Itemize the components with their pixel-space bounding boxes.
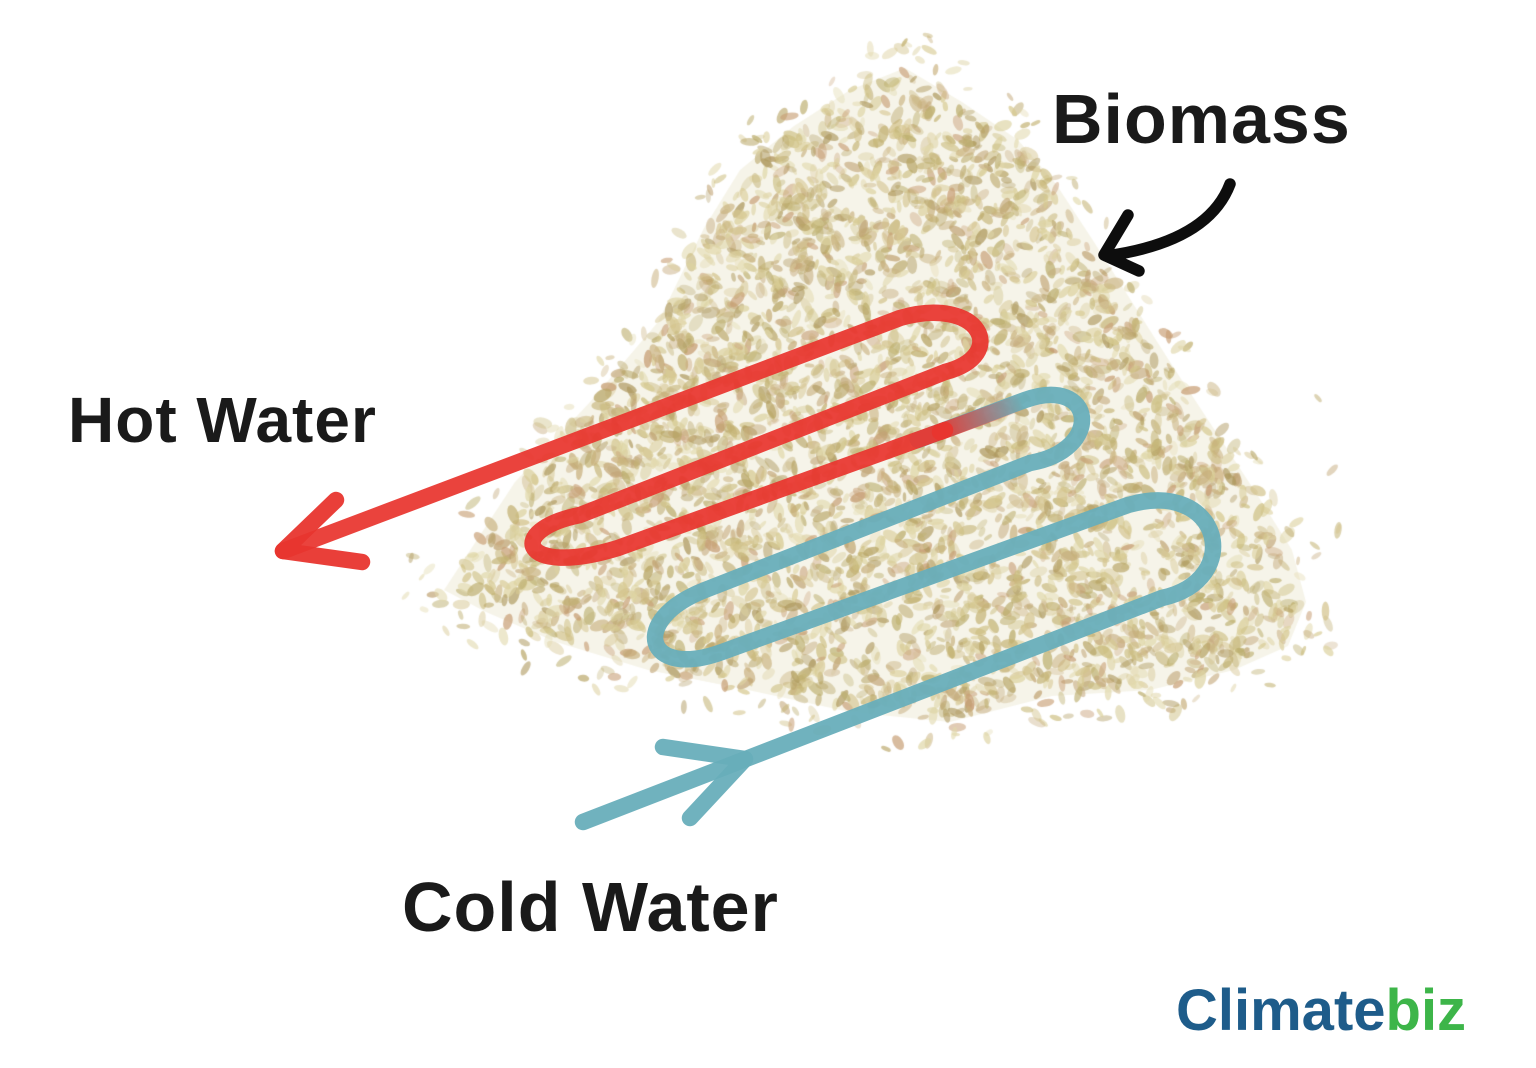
- pipe-transition-segment: [931, 393, 1031, 441]
- hot-water-pipe: [274, 304, 989, 566]
- logo-climate-text: Climate: [1176, 978, 1386, 1043]
- hot-water-label: Hot Water: [68, 384, 377, 456]
- cold-water-arrowhead-icon: [654, 738, 754, 827]
- cold-water-pipe: [574, 386, 1222, 831]
- biomass-pointer-arrow-icon: [1098, 178, 1236, 277]
- climatebiz-logo: Climatebiz: [1176, 982, 1466, 1040]
- logo-biz-text: biz: [1385, 978, 1467, 1043]
- hot-water-arrowhead-icon: [274, 491, 371, 571]
- cold-water-label: Cold Water: [402, 868, 779, 946]
- biomass-label: Biomass: [1052, 80, 1351, 158]
